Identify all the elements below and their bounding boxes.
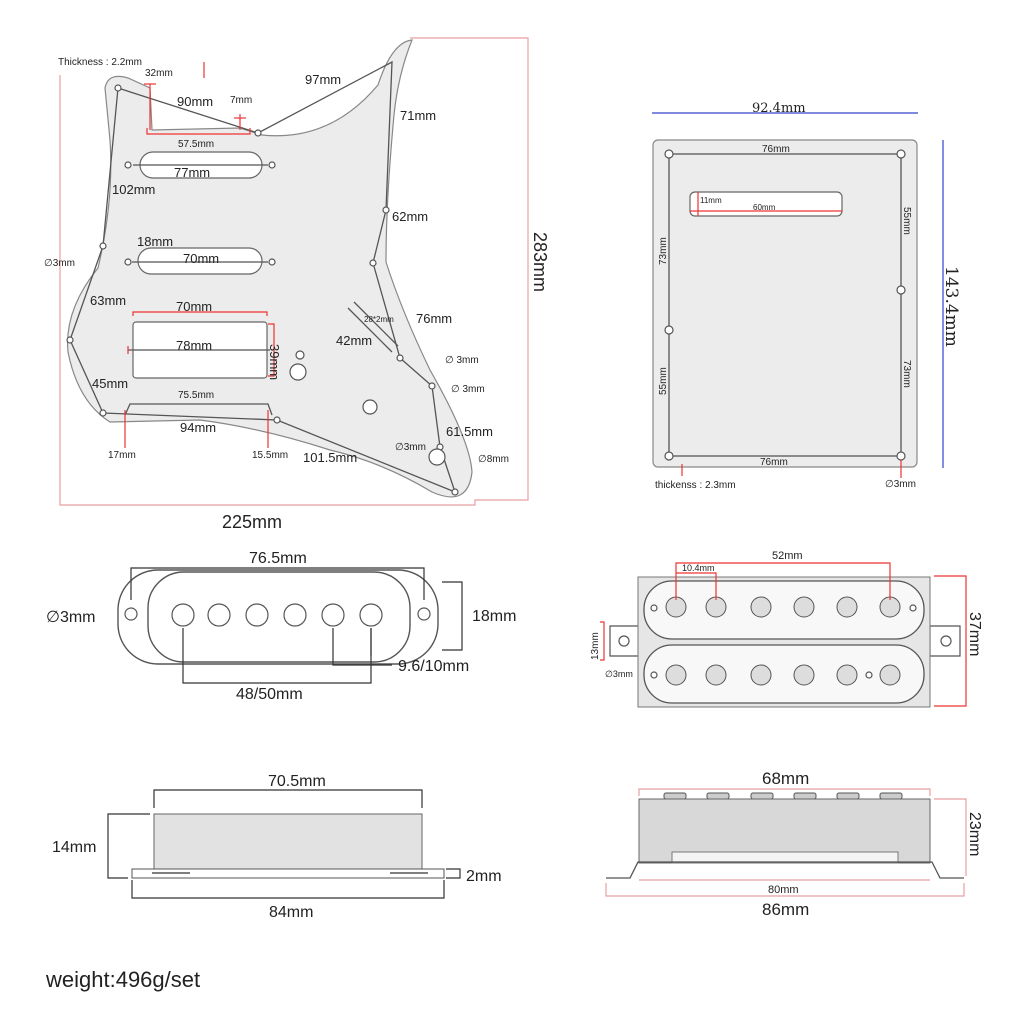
dim-102mm: 102mm bbox=[112, 182, 155, 197]
dim-97mm: 97mm bbox=[305, 72, 341, 87]
dim-42mm: 42mm bbox=[336, 333, 372, 348]
tone-pot-hole bbox=[362, 399, 378, 415]
single-side-body bbox=[153, 813, 423, 870]
hole-right-3-label: ∅3mm bbox=[395, 442, 426, 453]
hole-left-label: ∅3mm bbox=[44, 258, 75, 269]
volume-pot-hole bbox=[289, 363, 307, 381]
hole-right-1-label: ∅ 3mm bbox=[445, 355, 479, 366]
dim-32mm: 32mm bbox=[145, 68, 173, 79]
single-coil-top-view: 76.5mm ∅3mm 18mm 9.6/10mm 48/50mm bbox=[46, 550, 516, 703]
dim-94mm: 94mm bbox=[180, 420, 216, 435]
single-width-label: 18mm bbox=[472, 608, 516, 625]
single-hole-label: ∅3mm bbox=[46, 609, 96, 626]
right-bottom-label: 73mm bbox=[901, 360, 912, 388]
bottom-cutout bbox=[124, 403, 273, 416]
screw-holes bbox=[66, 84, 459, 496]
humbucker-side-view: 68mm 23mm 80mm 86mm bbox=[605, 769, 983, 919]
dim-76mm: 76mm bbox=[416, 311, 452, 326]
single-length-label: 76.5mm bbox=[249, 550, 307, 567]
jack-hole bbox=[428, 448, 446, 466]
pickguard-drawing: Thickness : 2.2mm 32mm 90mm 7mm 97mm 71m… bbox=[44, 37, 550, 532]
hole-right-2-label: ∅ 3mm bbox=[451, 384, 485, 395]
backplate-drawing: 92.4mm 143.4mm 76mm 76mm 11mm 60mm 73mm … bbox=[652, 101, 961, 491]
slot-width-label: 60mm bbox=[753, 203, 776, 212]
left-top-label: 73mm bbox=[658, 237, 669, 265]
dim-width-225mm: 225mm bbox=[222, 512, 282, 532]
single-side-bottom-label: 84mm bbox=[269, 904, 313, 921]
single-coil-poles bbox=[171, 603, 383, 627]
dim-71mm: 71mm bbox=[400, 108, 436, 123]
right-top-label: 55mm bbox=[901, 207, 912, 235]
dim-height-283mm: 283mm bbox=[530, 232, 550, 292]
backplate-top-label: 76mm bbox=[762, 144, 790, 155]
single-side-base bbox=[131, 868, 445, 879]
dim-39mm: 39mm bbox=[267, 344, 282, 380]
single-side-top-label: 70.5mm bbox=[268, 773, 326, 790]
backplate-screw-holes bbox=[664, 149, 906, 461]
single-side-base-label: 2mm bbox=[466, 868, 502, 885]
humbucker-length-label: 37mm bbox=[966, 612, 983, 656]
humbucker-side-base bbox=[606, 861, 964, 879]
backplate-bottom-label: 76mm bbox=[760, 457, 788, 468]
jack-hole-label: ∅8mm bbox=[478, 454, 509, 465]
dim-61-5mm: 61.5mm bbox=[446, 424, 493, 439]
humbucker-tab-label: 13mm bbox=[590, 632, 601, 660]
dim-90mm: 90mm bbox=[177, 94, 213, 109]
dim-17mm: 17mm bbox=[108, 450, 136, 461]
dim-77mm: 77mm bbox=[174, 165, 210, 180]
backplate-outline bbox=[652, 139, 918, 468]
dim-101-5mm: 101.5mm bbox=[303, 450, 357, 465]
dim-70mm-middle: 70mm bbox=[183, 251, 219, 266]
dim-78mm: 78mm bbox=[176, 338, 212, 353]
humbucker-side-inner-label: 80mm bbox=[768, 884, 799, 896]
weight-label: weight:496g/set bbox=[45, 967, 200, 992]
hole-guide-line bbox=[69, 60, 457, 494]
single-pole-span-label: 48/50mm bbox=[236, 686, 303, 703]
humbucker-hole-label: ∅3mm bbox=[605, 669, 633, 679]
dim-18mm: 18mm bbox=[137, 234, 173, 249]
dim-7mm: 7mm bbox=[230, 95, 252, 106]
backplate-thickness-label: thickenss : 2.3mm bbox=[655, 480, 736, 491]
dim-57-5mm: 57.5mm bbox=[178, 139, 214, 150]
slot-height-label: 11mm bbox=[700, 196, 722, 205]
outer-dimension-lines bbox=[59, 37, 529, 506]
dim-62mm: 62mm bbox=[392, 209, 428, 224]
humbucker-side-bottom-label: 86mm bbox=[762, 900, 809, 919]
middle-pickup-slot bbox=[137, 247, 263, 275]
humbucker-bobbin-top bbox=[643, 580, 925, 640]
humbucker-side-height-label: 23mm bbox=[966, 812, 983, 856]
humbucker-top-view: 52mm 10.4mm 37mm 13mm ∅3mm bbox=[590, 550, 983, 708]
backplate-hole-label: ∅3mm bbox=[885, 479, 916, 490]
dim-70mm-humbucker: 70mm bbox=[176, 299, 212, 314]
backplate-height-label: 143.4mm bbox=[941, 266, 961, 347]
humbucker-bobbin-bottom bbox=[643, 644, 925, 704]
humbucker-side-poles bbox=[663, 792, 903, 800]
backplate-width-label: 92.4mm bbox=[752, 101, 806, 116]
dim-75-5mm: 75.5mm bbox=[178, 390, 214, 401]
single-pole-gap-label: 9.6/10mm bbox=[398, 658, 469, 675]
dim-45mm: 45mm bbox=[92, 376, 128, 391]
single-coil-side-view: 70.5mm 14mm 2mm 84mm bbox=[52, 773, 502, 921]
humbucker-side-top-label: 68mm bbox=[762, 769, 809, 788]
dim-63mm: 63mm bbox=[90, 293, 126, 308]
dim-28x2mm: 28*2mm bbox=[364, 315, 394, 324]
left-bottom-label: 55mm bbox=[658, 367, 669, 395]
single-side-height-label: 14mm bbox=[52, 839, 96, 856]
humbucker-pole-gap-label: 10.4mm bbox=[682, 563, 715, 573]
spring-slot bbox=[689, 191, 843, 217]
thickness-label: Thickness : 2.2mm bbox=[58, 57, 142, 68]
humbucker-poles bbox=[650, 596, 917, 686]
humbucker-pole-span-label: 52mm bbox=[772, 550, 803, 562]
dim-15-5mm: 15.5mm bbox=[252, 450, 288, 461]
single-coil-cover bbox=[147, 571, 411, 663]
